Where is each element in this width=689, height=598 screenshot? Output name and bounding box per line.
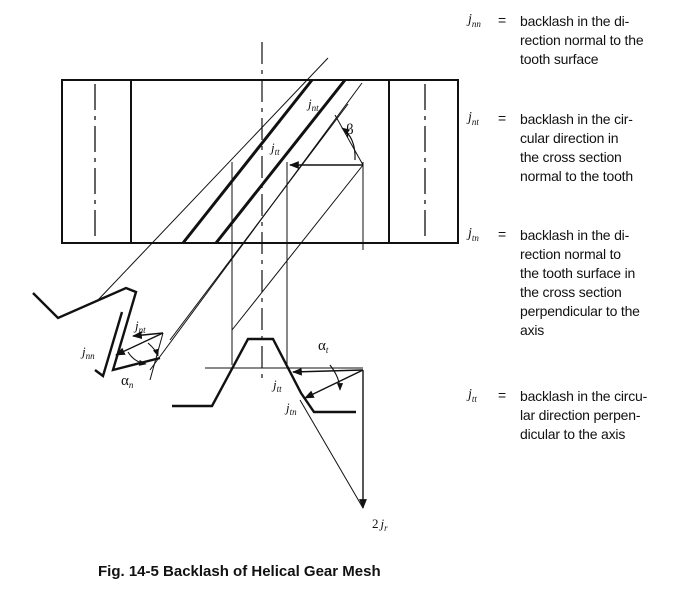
- beta-arc: [341, 127, 356, 161]
- alpha-t-arc: [329, 364, 344, 391]
- alpha-n-arc-2: [147, 342, 159, 357]
- legend-symbol: jnn: [468, 12, 481, 29]
- helix-tooth-line-1: [181, 79, 314, 244]
- normal-tooth-profile-lower: [94, 311, 124, 378]
- jnt-left-arrow: [132, 331, 164, 340]
- normal-tooth-profile: [32, 286, 161, 372]
- jnn-left-arrow: [115, 332, 164, 356]
- normal-section-profile: [32, 286, 164, 381]
- radial-construction: [299, 399, 364, 509]
- legend-definition: backlash in the di-rection normal to the…: [520, 13, 644, 67]
- gear-top-view: [61, 42, 459, 380]
- label-jtt-top: jtt: [269, 140, 280, 157]
- top-vectors: [289, 127, 363, 169]
- helix-thin-line-3: [169, 103, 349, 341]
- legend-equals: =: [498, 387, 507, 403]
- legend-symbol: jnt: [468, 110, 479, 127]
- figure-caption: Fig. 14-5 Backlash of Helical Gear Mesh: [98, 563, 381, 580]
- gear-outline: [61, 79, 459, 244]
- helix-tooth-line-2: [214, 79, 347, 244]
- transverse-section-profile: [172, 337, 367, 509]
- legend-equals: =: [498, 226, 507, 242]
- label-alpha-t: αt: [318, 338, 329, 355]
- label-jnn-left: jnn: [80, 344, 95, 361]
- transverse-tooth-profile: [172, 337, 356, 414]
- label-jnt-top: jnt: [306, 96, 319, 113]
- helix-ref-line: [334, 114, 364, 166]
- helix-thin-line-1: [97, 57, 329, 301]
- legend-definition: backlash in the circu-lar direction perp…: [520, 388, 648, 442]
- label-jtn-bottom: jtn: [284, 400, 297, 417]
- legend-equals: =: [498, 110, 507, 126]
- alpha-n-arc: [127, 351, 147, 366]
- label-beta: β: [346, 122, 354, 138]
- legend-symbol: jtt: [468, 387, 477, 404]
- alpha-n-ref: [149, 332, 164, 381]
- label-jtt-bottom: jtt: [271, 377, 282, 394]
- jtt-bottom-arrow: [292, 367, 364, 376]
- legend-equals: =: [498, 12, 507, 28]
- label-alpha-n: αn: [121, 373, 134, 390]
- legend-symbol: jtn: [468, 226, 479, 243]
- construction-diagonal: [231, 164, 364, 331]
- jtn-bottom-arrow: [304, 369, 364, 399]
- label-jnt-left: jnt: [133, 318, 146, 335]
